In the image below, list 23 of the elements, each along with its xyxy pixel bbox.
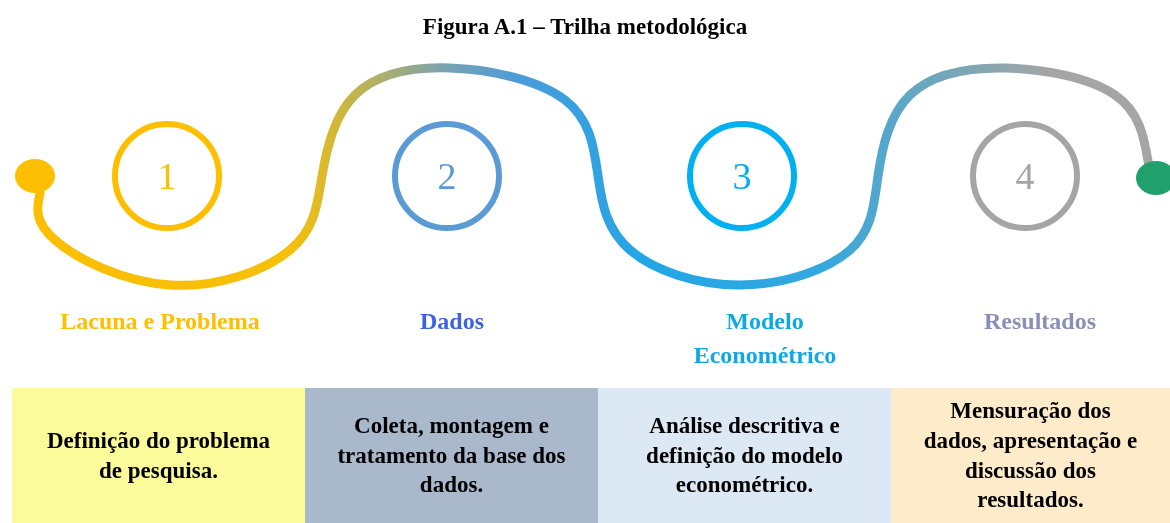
step-circle	[970, 121, 1080, 231]
endpoint-dot	[15, 159, 55, 193]
step-circle	[687, 121, 797, 231]
description-panel	[305, 388, 598, 523]
description-text: Mensuração dos dados, apresentação e discussão dos resultados.	[922, 396, 1139, 515]
step-number: 4	[1015, 154, 1035, 198]
description-panel	[12, 388, 305, 523]
step-circle	[112, 121, 222, 231]
step-circle	[392, 121, 502, 231]
description-panel	[598, 388, 891, 523]
step-number: 3	[732, 154, 752, 198]
figure-title: Figura A.1 – Trilha metodológica	[421, 14, 749, 40]
step-number: 2	[437, 154, 457, 198]
description-text: Coleta, montagem e tratamento da base dos dados.	[336, 411, 567, 500]
step-title: Lacuna e Problema	[59, 307, 261, 336]
description-text: Definição do problema de pesquisa.	[45, 426, 272, 485]
step-title: Resultados	[983, 307, 1097, 336]
description-text: Análise descritiva e definição do modelo econométrico.	[645, 411, 844, 500]
step-title: Modelo Econométrico	[692, 307, 838, 370]
endpoint-dot	[1136, 161, 1170, 195]
step-number: 1	[157, 154, 177, 198]
step-title: Dados	[419, 307, 485, 336]
description-panel	[891, 388, 1170, 523]
